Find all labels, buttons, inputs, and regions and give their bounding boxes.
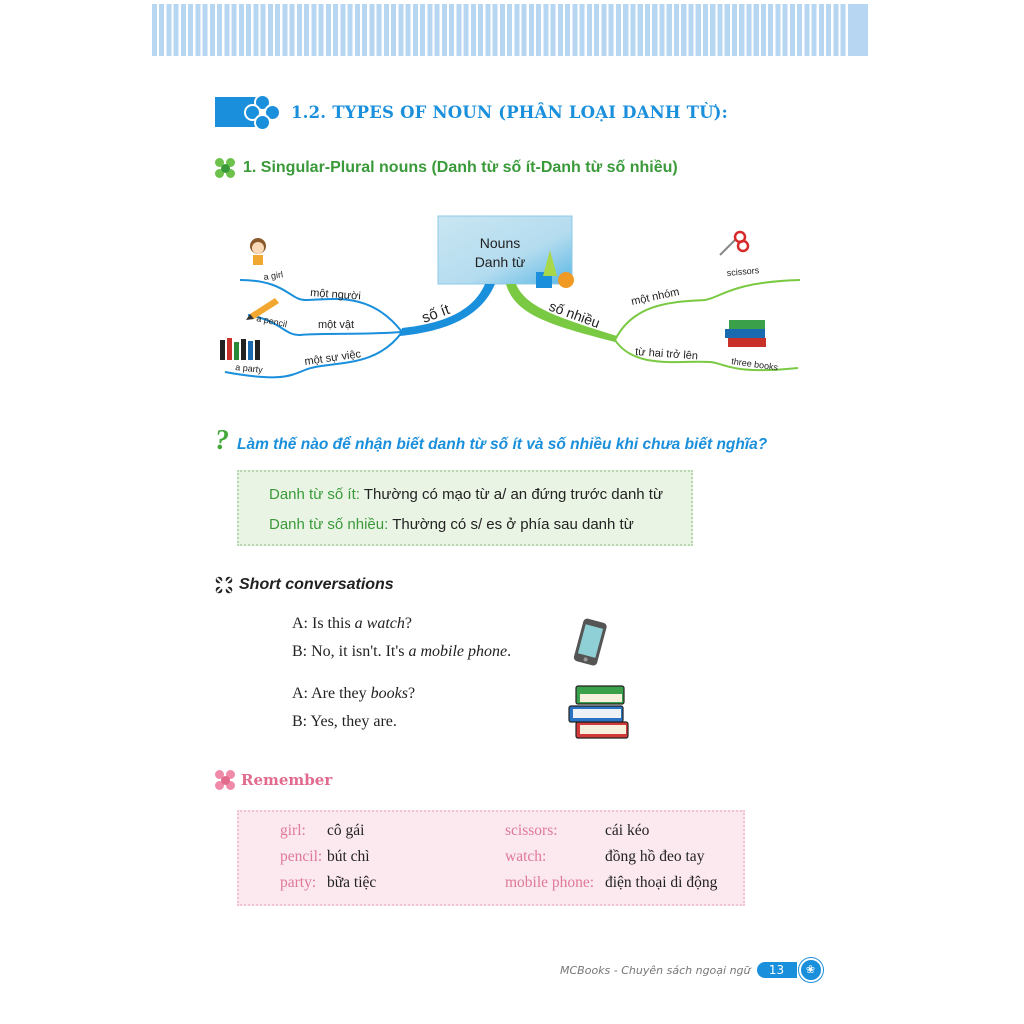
question-heading: ? Làm thế nào để nhận biết danh từ số ít… (215, 425, 767, 457)
header-stripe-end (852, 4, 868, 56)
branch-label-person: một người (310, 287, 361, 303)
rule-text: Thường có s/ es ở phía sau danh từ (388, 516, 634, 533)
example-party: a party (235, 362, 264, 375)
branch-label-thing: một vật (318, 319, 354, 331)
vocab-en: scissors: (505, 822, 558, 839)
pencil-icon (246, 298, 279, 320)
branch-label-two-plus: từ hai trở lên (635, 346, 699, 362)
rule-text: Thường có mạo từ a/ an đứng trước danh t… (359, 486, 664, 503)
rule-label: Danh từ số ít: (269, 486, 360, 503)
dialog-2: A: Are they books? B: Yes, they are. (292, 680, 415, 736)
cross-clover-icon (215, 576, 233, 594)
singular-main-branch (400, 284, 495, 336)
dialog-line: A: Are they books? (292, 680, 415, 708)
branch-label-group: một nhóm (630, 286, 680, 308)
singular-branch-person (239, 279, 403, 333)
example-pencil: a pencil (256, 313, 288, 329)
vocab-vi: cái kéo (605, 822, 650, 839)
line-text: A: Is this (292, 615, 355, 632)
example-scissors: scissors (726, 265, 760, 278)
line-text: B: Yes, they are. (292, 713, 397, 730)
vocab-vi: đồng hồ đeo tay (605, 848, 705, 865)
pink-clover-icon (215, 770, 235, 790)
dialog-line: B: Yes, they are. (292, 708, 415, 736)
plural-branch-two-plus (614, 339, 799, 372)
mindmap-center-line1: Nouns (480, 235, 520, 251)
vocab-vi: bút chì (327, 848, 370, 865)
footer-publisher: MCBooks - Chuyên sách ngoại ngữ (560, 963, 751, 977)
singular-branch-thing (247, 314, 403, 337)
line-suffix: ? (407, 685, 416, 702)
dialog-line: A: Is this a watch? (292, 610, 511, 638)
plural-branch-group (614, 279, 801, 341)
vocabulary-box: girl: cô gái pencil: bút chì party: bữa … (237, 810, 745, 906)
section-title: 1.2. TYPES OF NOUN (PHÂN LOẠI DANH TỪ): (291, 102, 728, 122)
party-people-icon (220, 338, 260, 360)
vocab-vi: điện thoại di động (605, 874, 718, 891)
conversations-title: Short conversations (239, 576, 394, 593)
rules-box: Danh từ số ít: Thường có mạo từ a/ an đứ… (237, 470, 693, 546)
dialog-line: B: No, it isn't. It's a mobile phone. (292, 638, 511, 666)
subsection-title: 1. Singular-Plural nouns (Danh từ số ít-… (243, 159, 678, 176)
subsection-heading: 1. Singular-Plural nouns (Danh từ số ít-… (215, 158, 678, 178)
mindmap-center-line2: Danh từ (475, 254, 526, 270)
line-italic: books (370, 685, 408, 702)
mobile-phone-icon (573, 618, 607, 666)
conversations-heading: Short conversations (215, 576, 394, 594)
line-italic: a mobile phone (408, 643, 508, 660)
line-italic: a watch (354, 615, 405, 632)
books-icon (568, 685, 629, 739)
four-circles-icon (244, 94, 281, 131)
line-text: B: No, it isn't. It's (292, 643, 409, 660)
dialog-1: A: Is this a watch? B: No, it isn't. It'… (292, 610, 511, 666)
example-girl: a girl (263, 269, 284, 282)
line-suffix: ? (404, 615, 412, 632)
vocab-en: watch: (505, 848, 547, 865)
vocab-vi: cô gái (327, 822, 365, 839)
page-number: 13 (756, 962, 797, 978)
vocab-en: pencil: (280, 848, 323, 865)
rule-plural: Danh từ số nhiều: Thường có s/ es ở phía… (269, 510, 691, 540)
remember-title: Remember (241, 771, 333, 789)
books-icon (725, 320, 766, 347)
geometric-shapes-icon (536, 250, 574, 288)
plural-main-branch (506, 284, 617, 342)
question-mark-icon: ? (215, 425, 229, 456)
paw-icon: ❀ (798, 958, 823, 982)
girl-icon (250, 238, 266, 265)
vocab-vi: bữa tiệc (327, 874, 377, 891)
question-text: Làm thế nào để nhận biết danh từ số ít v… (237, 436, 768, 453)
line-text: A: Are they (292, 685, 371, 702)
header-stripes (152, 4, 868, 56)
vocab-en: girl: (280, 822, 306, 839)
rule-singular: Danh từ số ít: Thường có mạo từ a/ an đứ… (269, 480, 691, 510)
vocab-en: mobile phone: (505, 874, 595, 891)
remember-heading: Remember (215, 770, 332, 790)
singular-branch-event (224, 331, 403, 379)
line-suffix: . (507, 643, 512, 660)
vocab-en: party: (280, 874, 317, 891)
page-footer: MCBooks - Chuyên sách ngoại ngữ 13 ❀ (560, 958, 823, 982)
clover-icon (215, 158, 235, 178)
rule-label: Danh từ số nhiều: (269, 516, 389, 533)
scissors-icon (719, 230, 750, 256)
noun-mindmap: Nouns Danh từ số ít một người một vật mộ… (220, 215, 801, 379)
section-heading: 1.2. TYPES OF NOUN (PHÂN LOẠI DANH TỪ): (215, 94, 728, 131)
